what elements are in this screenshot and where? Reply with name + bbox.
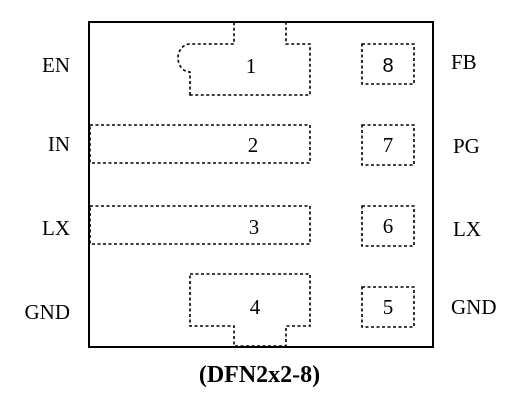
pad-6	[361, 205, 415, 247]
pin-label-in: IN	[47, 132, 70, 156]
pin-label-fb: FB	[451, 50, 477, 74]
pad-4	[189, 273, 311, 347]
pin-label-lx-left: LX	[42, 216, 70, 240]
pin-label-gnd-right: GND	[451, 295, 497, 319]
pin-label-en: EN	[42, 53, 70, 77]
pad-5	[361, 286, 415, 328]
pad-3	[89, 205, 311, 245]
pad-number-4: 4	[249, 295, 261, 319]
pad-number-1: 1	[245, 54, 257, 78]
pad-number-8: 8	[382, 55, 394, 77]
pad-number-3: 3	[248, 215, 260, 239]
pad-number-5: 5	[382, 295, 394, 319]
pad-number-7: 7	[382, 133, 394, 157]
pad-8	[361, 43, 415, 85]
pin-label-pg: PG	[453, 134, 480, 158]
pin-label-gnd-left: GND	[24, 300, 71, 324]
pad-number-2: 2	[247, 133, 259, 157]
package-caption: (DFN2x2-8)	[198, 362, 321, 388]
pad-7	[361, 124, 415, 166]
pad-number-6: 6	[382, 214, 394, 238]
pad-1	[177, 21, 311, 96]
pad-2	[89, 124, 311, 164]
pin-label-lx-right: LX	[453, 217, 481, 241]
